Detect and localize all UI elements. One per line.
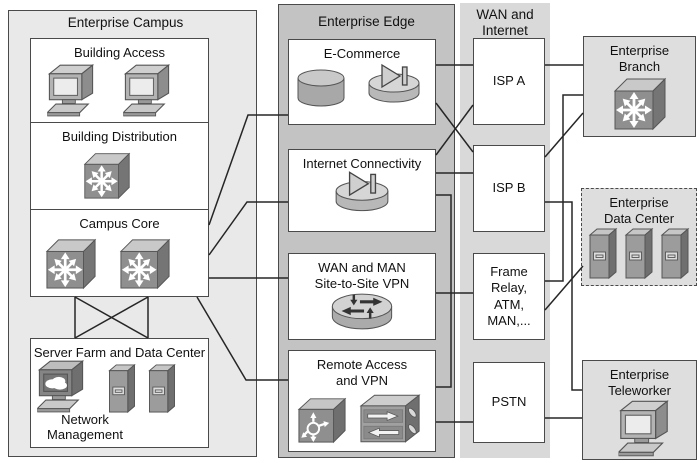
database-icon bbox=[296, 68, 346, 110]
building-access-label: Building Access bbox=[73, 45, 166, 60]
wan-man-vpn-label: WAN and MAN Site-to-Site VPN bbox=[314, 260, 410, 291]
server-farm-label: Server Farm and Data Center bbox=[33, 345, 206, 360]
network-management-icon bbox=[37, 359, 85, 413]
pc-icon bbox=[123, 63, 171, 117]
network-management-label: Network Management bbox=[47, 412, 123, 442]
enterprise-edge-title: Enterprise Edge bbox=[318, 14, 415, 29]
enterprise-campus-title: Enterprise Campus bbox=[67, 15, 184, 30]
enterprise-data-center-label: Enterprise Data Center bbox=[603, 195, 675, 226]
pc-icon bbox=[617, 399, 671, 457]
building-distribution-label: Building Distribution bbox=[62, 129, 177, 144]
wan-internet-title: WAN and Internet bbox=[476, 7, 534, 39]
building-distribution-box: Building Distribution bbox=[30, 122, 209, 210]
vpn-concentrator-icon bbox=[297, 394, 347, 444]
campus-core-label: Campus Core bbox=[79, 216, 160, 231]
wan-man-vpn-box: WAN and MAN Site-to-Site VPN bbox=[288, 253, 436, 340]
multilayer-switch-icon bbox=[83, 150, 131, 200]
access-server-icon bbox=[359, 392, 423, 445]
frame-relay-box: Frame Relay, ATM, MAN,... bbox=[473, 253, 545, 340]
server-icon bbox=[107, 363, 137, 413]
multilayer-switch-icon bbox=[613, 75, 667, 131]
remote-access-label: Remote Access and VPN bbox=[316, 357, 408, 388]
remote-access-box: Remote Access and VPN bbox=[288, 350, 436, 452]
firewall-icon bbox=[365, 59, 423, 109]
server-icon bbox=[588, 227, 618, 279]
internet-connectivity-box: Internet Connectivity bbox=[288, 149, 436, 232]
firewall-icon bbox=[332, 166, 392, 218]
isp-b-label: ISP B bbox=[492, 180, 526, 196]
enterprise-teleworker-label: Enterprise Teleworker bbox=[608, 367, 671, 398]
enterprise-branch-box: Enterprise Branch bbox=[583, 36, 696, 137]
isp-a-label: ISP A bbox=[492, 73, 526, 89]
server-icon bbox=[147, 363, 177, 413]
enterprise-branch-label: Enterprise Branch bbox=[609, 43, 670, 74]
server-icon bbox=[660, 227, 690, 279]
pstn-label: PSTN bbox=[491, 394, 527, 410]
multilayer-switch-icon bbox=[45, 236, 97, 290]
link-ispb-teleworker bbox=[545, 201, 582, 391]
server-icon bbox=[624, 227, 654, 279]
router-icon bbox=[329, 288, 395, 335]
link-ispb-branch bbox=[544, 112, 584, 158]
server-farm-box: Server Farm and Data Center Network Mana… bbox=[30, 338, 209, 448]
building-access-box: Building Access bbox=[30, 38, 209, 123]
pc-icon bbox=[47, 63, 95, 117]
enterprise-teleworker-box: Enterprise Teleworker bbox=[582, 360, 697, 460]
link-framerelay-datacenter bbox=[544, 265, 584, 311]
enterprise-data-center-box: Enterprise Data Center bbox=[581, 188, 697, 286]
ecommerce-box: E-Commerce bbox=[288, 39, 436, 125]
ecommerce-label: E-Commerce bbox=[323, 46, 401, 61]
isp-b-box: ISP B bbox=[473, 145, 545, 232]
internet-connectivity-label: Internet Connectivity bbox=[302, 156, 422, 171]
pstn-box: PSTN bbox=[473, 362, 545, 443]
campus-core-box: Campus Core bbox=[30, 209, 209, 297]
frame-relay-label: Frame Relay, ATM, MAN,... bbox=[487, 264, 531, 328]
multilayer-switch-icon bbox=[119, 236, 171, 290]
isp-a-box: ISP A bbox=[473, 38, 545, 125]
link-framerelay-branch bbox=[545, 94, 583, 282]
